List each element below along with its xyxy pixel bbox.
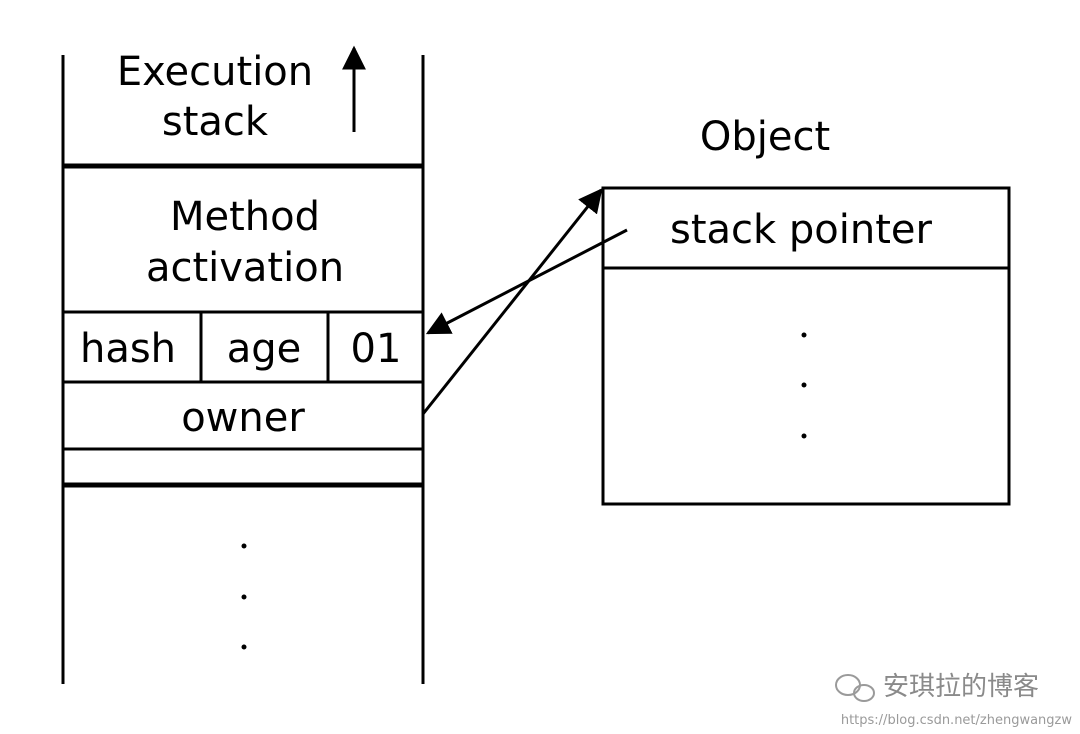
stack-title-line1: Execution [117,49,313,95]
wechat-icon [835,674,875,702]
object-continuation-dot [801,433,807,439]
method-activation-line2: activation [146,245,344,291]
stack-title-line2: stack [162,99,269,145]
stack-continuation-dot [241,543,247,549]
object-title: Object [700,114,830,160]
object-continuation-dot [801,382,807,388]
stack-continuation-dot [241,594,247,600]
object-box [601,186,1011,506]
owner-pointer-arrow [421,188,603,415]
stack-continuation-dot [241,644,247,650]
owner-field: owner [181,395,305,441]
watermark-url: https://blog.csdn.net/zhengwangzw [841,713,1073,728]
object-header-stack-pointer: stack pointer [670,207,933,253]
cell-lock-bits: 01 [351,326,402,372]
method-activation-line1: Method [170,194,320,240]
watermark: 安琪拉的博客 https://blog.csdn.net/zhengwangzw [835,672,1073,728]
watermark-blog-name: 安琪拉的博客 [883,672,1039,702]
cell-age: age [227,326,302,372]
cell-hash: hash [80,326,176,372]
object-continuation-dot [801,332,807,338]
